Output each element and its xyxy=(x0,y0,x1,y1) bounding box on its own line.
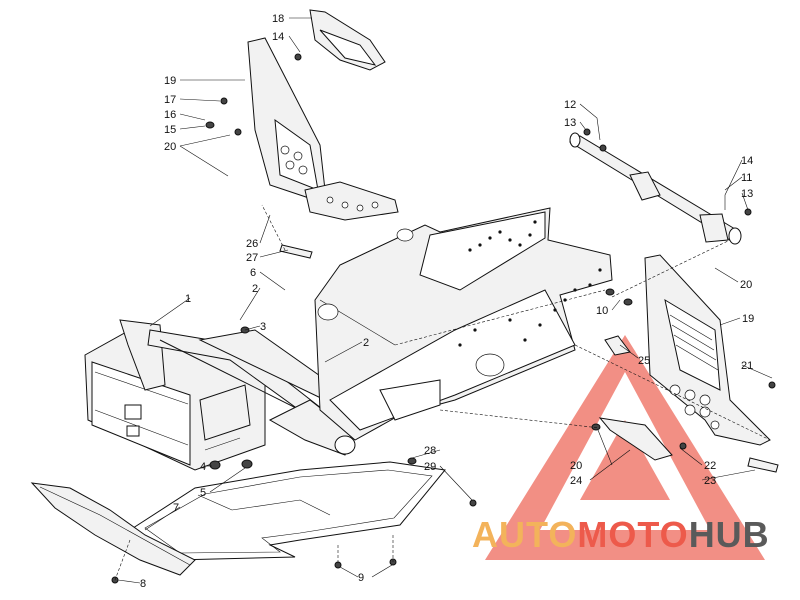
front-bumper xyxy=(30,482,196,576)
watermark-triangle xyxy=(485,335,765,560)
front-rails xyxy=(147,329,356,456)
rear-shaft xyxy=(569,132,742,245)
watermark-auto: AUTO xyxy=(472,514,578,555)
right-side-plate xyxy=(644,254,771,446)
callout-18: 18 xyxy=(272,13,284,25)
callout-4: 4 xyxy=(200,461,206,473)
callout-10: 10 xyxy=(596,305,608,317)
callout-28: 28 xyxy=(424,445,436,457)
callout-14-right: 14 xyxy=(741,155,753,167)
watermark-moto: MOTO xyxy=(577,514,689,555)
callout-21: 21 xyxy=(741,360,753,372)
callout-13-left: 13 xyxy=(564,117,576,129)
belly-pan xyxy=(129,461,446,561)
callout-13-right: 13 xyxy=(741,188,753,200)
callout-20-left: 20 xyxy=(164,141,176,153)
callout-1: 1 xyxy=(185,293,191,305)
callout-9: 9 xyxy=(358,572,364,584)
callout-2-upper: 2 xyxy=(252,283,258,295)
callout-11: 11 xyxy=(741,172,752,184)
callout-labels: 18 14 19 17 16 15 20 26 27 6 1 2 3 2 4 5… xyxy=(140,13,754,590)
callout-27: 27 xyxy=(246,252,258,264)
upper-steering-support xyxy=(247,9,399,221)
callout-19-right: 19 xyxy=(742,313,754,325)
callout-26: 26 xyxy=(246,238,258,250)
callout-17: 17 xyxy=(164,94,176,106)
watermark-logo-text: AUTOMOTOHUB xyxy=(472,514,770,556)
callout-14-upper: 14 xyxy=(272,31,284,43)
callout-20-right: 20 xyxy=(740,279,752,291)
callout-7: 7 xyxy=(173,502,179,514)
callout-19-left: 19 xyxy=(164,75,176,87)
callout-5: 5 xyxy=(200,487,206,499)
callout-20-lower: 20 xyxy=(570,460,582,472)
callout-2-lower: 2 xyxy=(363,337,369,349)
callout-6: 6 xyxy=(250,267,256,279)
callout-3: 3 xyxy=(260,321,266,333)
callout-15: 15 xyxy=(164,124,176,136)
leader-lines xyxy=(114,17,773,584)
callout-29: 29 xyxy=(424,461,436,473)
callout-22: 22 xyxy=(704,460,716,472)
chassis-tunnel xyxy=(314,207,613,441)
front-frame xyxy=(84,319,266,471)
callout-23: 23 xyxy=(704,475,716,487)
callout-16: 16 xyxy=(164,109,176,121)
callout-8: 8 xyxy=(140,578,146,590)
callout-25: 25 xyxy=(638,355,650,367)
watermark-hub: HUB xyxy=(688,514,770,555)
callout-24: 24 xyxy=(570,475,582,487)
callout-12: 12 xyxy=(564,99,576,111)
